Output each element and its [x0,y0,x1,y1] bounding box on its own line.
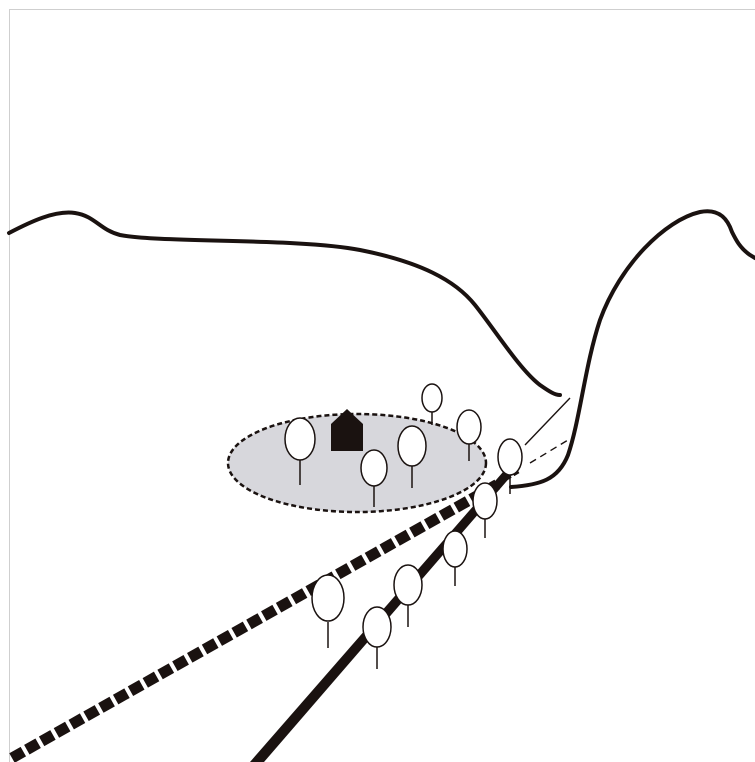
railway-line [12,484,498,758]
valley-line-upper [525,398,570,445]
tree-icon [312,575,344,648]
valley-line-lower-dashed [530,440,568,463]
right-mountain-ridge [511,211,755,487]
tree-icon [363,607,391,669]
tree-icon [443,531,467,586]
tree-icon [422,384,442,425]
left-mountain-ridge [9,213,560,395]
tree-icon [473,483,497,538]
tree-icon [394,565,422,627]
